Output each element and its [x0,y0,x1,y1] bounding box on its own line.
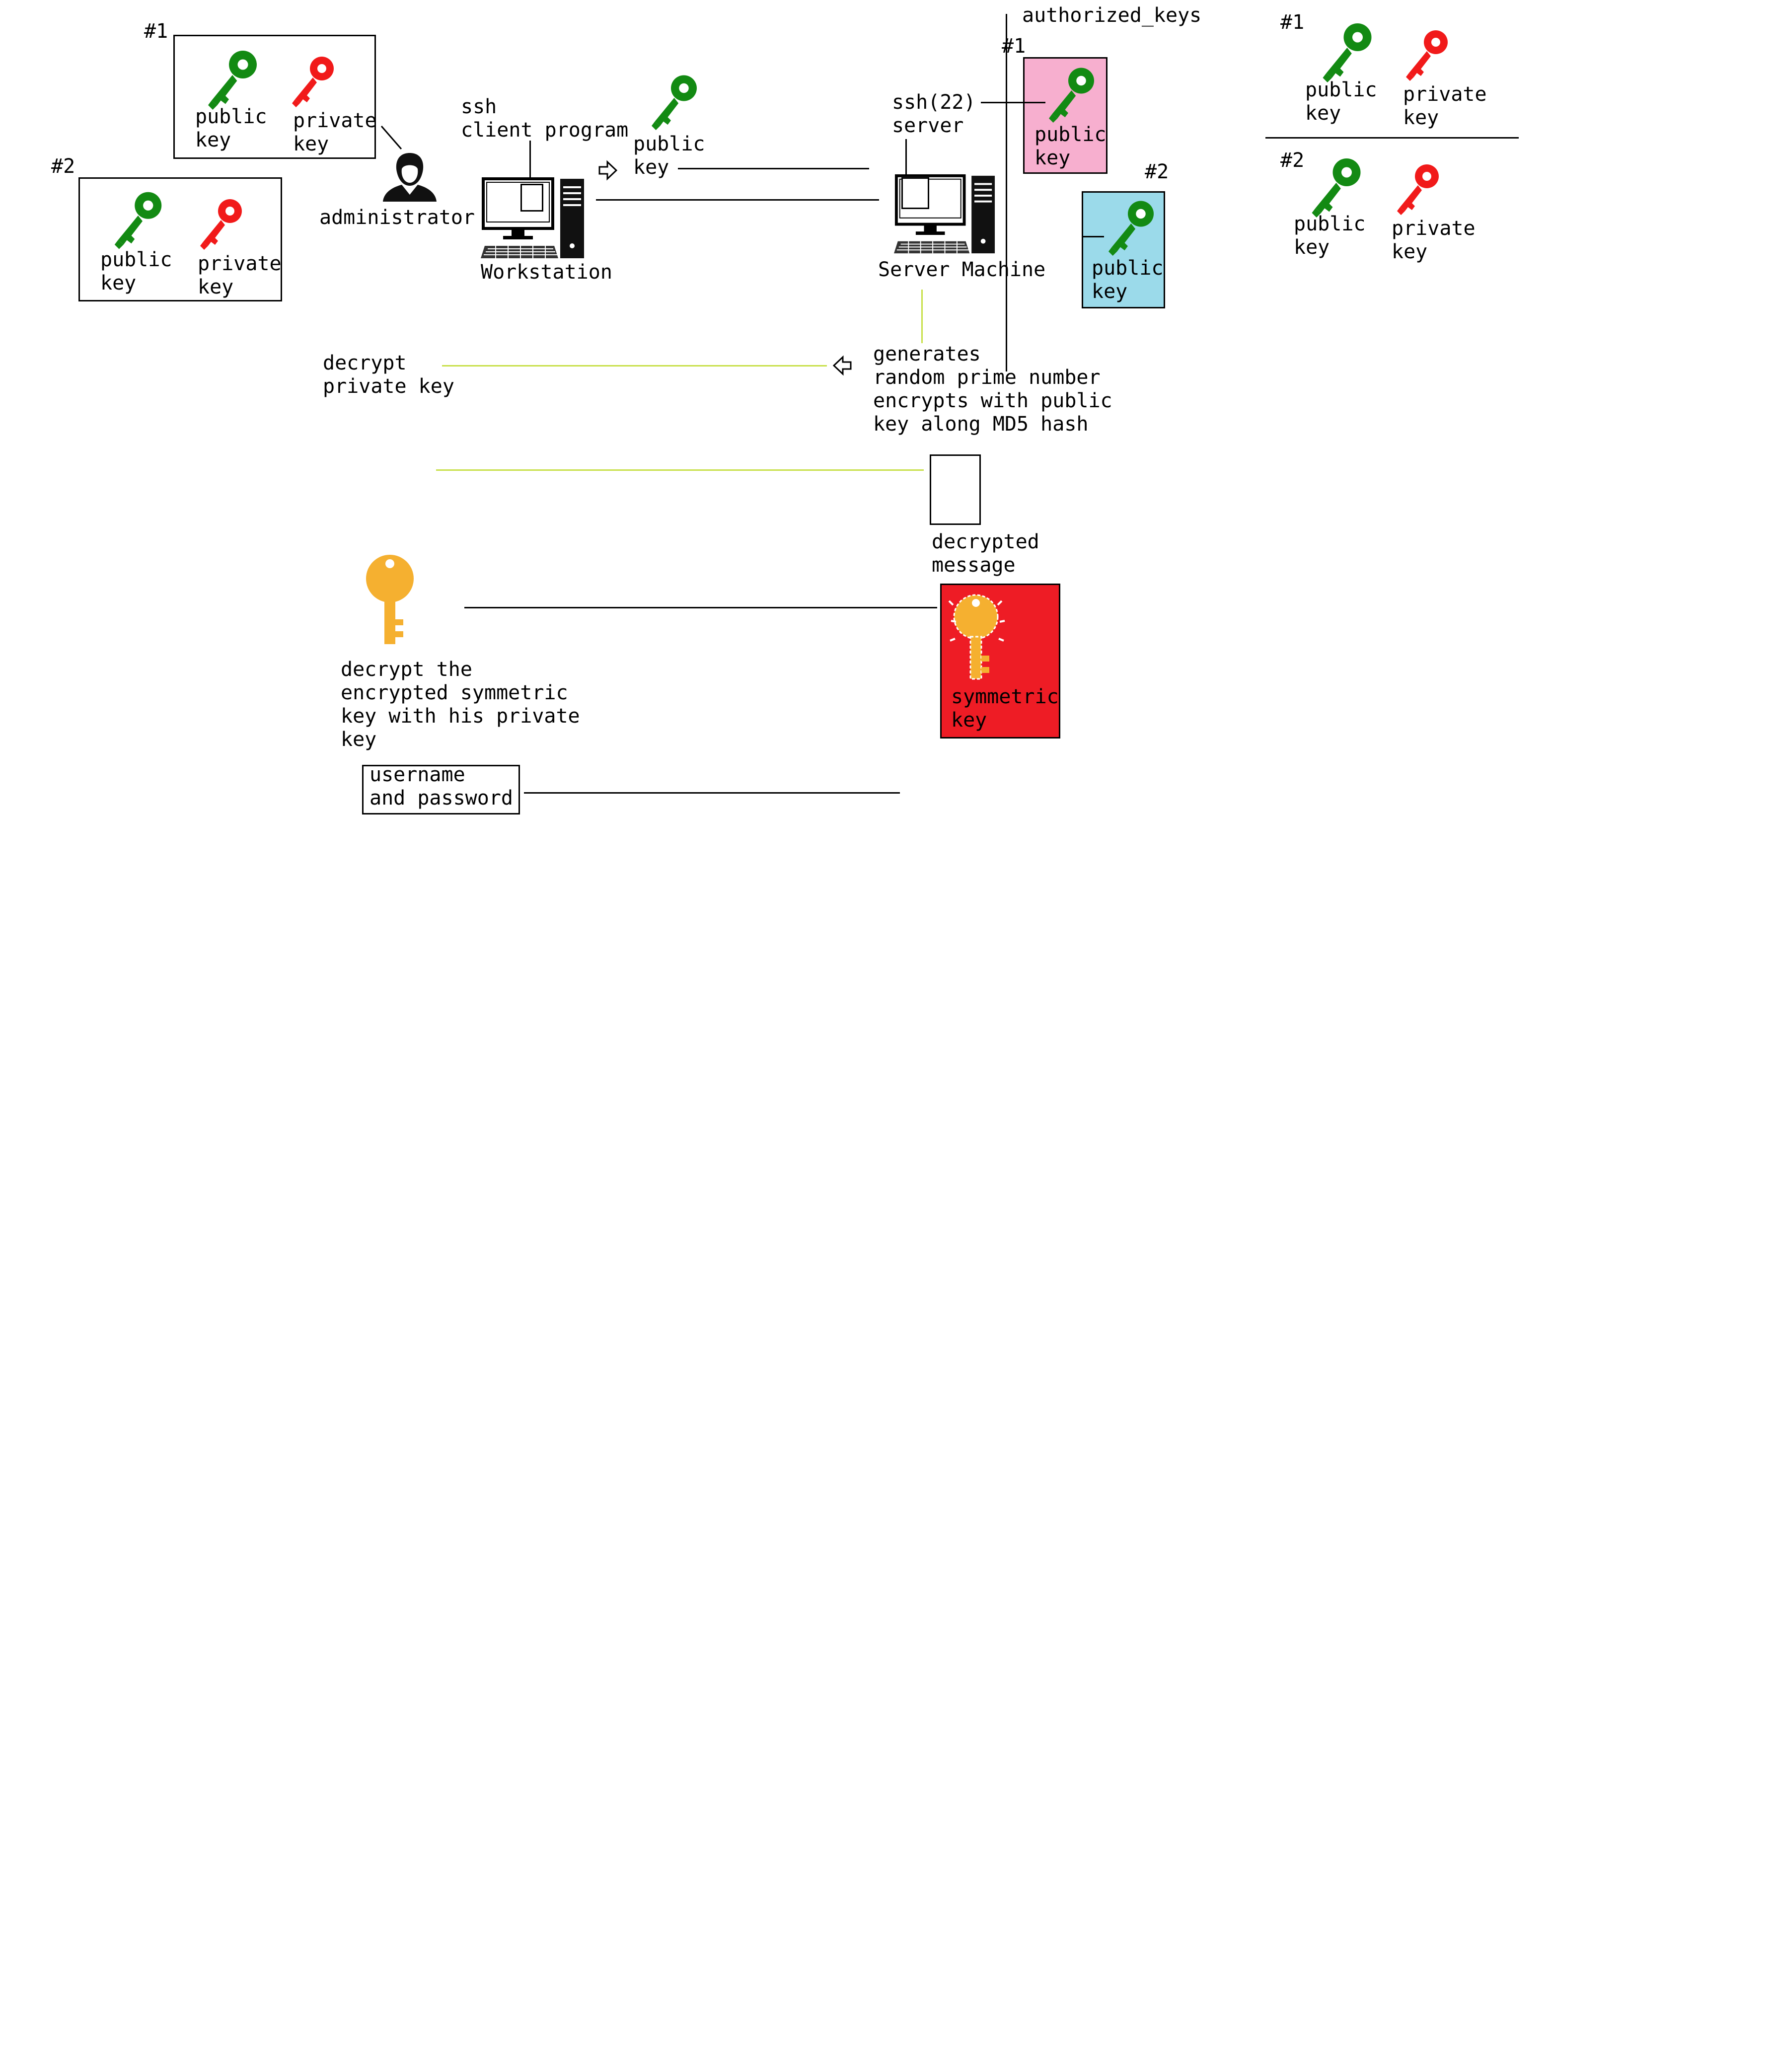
keypair-number: #2 [51,155,75,178]
server-label: Server Machine [878,258,1046,281]
document-icon [930,454,981,525]
authorized-keys-divider [1006,14,1007,371]
program-window [520,184,543,212]
decrypt-private-key-label: decrypt private key [323,352,454,398]
private-key-label: private key [293,109,377,155]
private-key-label: private key [1403,83,1487,129]
public-key-icon [108,189,168,256]
arrow-left-icon [832,355,852,376]
connector-line [380,126,402,149]
connector-line [596,199,879,201]
private-key-label: private key [1392,217,1476,263]
private-key-icon [1400,27,1454,87]
public-key-icon [1043,65,1100,129]
public-key-label: public key [100,248,172,295]
authorized-key-label: public key [1092,257,1164,303]
connector-line [678,168,869,169]
decrypted-message-label: decrypted message [932,530,1039,577]
connector-line [442,365,827,367]
keypair-number: #2 [1280,149,1305,172]
keypair-box [173,35,376,159]
public-key-label: public key [1305,78,1377,125]
connector-line [524,792,900,794]
generates-label: generates random prime number encrypts w… [873,343,1112,436]
program-window [901,177,929,209]
keypair-divider [1265,137,1519,139]
administrator-label: administrator [319,206,475,229]
workstation-label: Workstation [481,261,612,284]
authorized-key-label: public key [1034,123,1107,169]
public-key-label: public key [1294,213,1366,259]
connector-line [1082,236,1104,237]
connector-line [981,102,1045,103]
private-key-label: private key [198,252,282,298]
transfer-key-label: public key [633,133,705,179]
private-key-icon [194,196,248,256]
ssh-client-label: ssh client program [461,95,629,142]
public-key-icon [1103,198,1160,262]
authorized-key-number: #1 [1002,35,1026,58]
connector-line [905,139,907,179]
connector-line [436,469,924,471]
private-key-icon [1391,161,1445,221]
keypair-number: #1 [144,20,168,43]
credentials-box [362,765,520,814]
ssh-server-label: ssh(22) server [892,91,976,137]
keypair-number: #1 [1280,11,1305,34]
symmetric-key-label: symmetric key [951,685,1059,732]
key-icon [646,72,703,137]
connector-line [464,607,937,608]
authorized-keys-label: authorized_keys [1022,4,1202,27]
username-password-label: username and password [369,763,513,810]
user-icon [383,153,437,202]
authorized-key-number: #2 [1145,160,1169,183]
connector-line [921,290,923,343]
keypair-box [78,177,282,301]
private-key-icon [286,54,340,113]
symmetric-key-icon [948,594,1005,680]
arrow-right-icon [598,160,618,181]
symmetric-key-icon [366,555,414,644]
public-key-label: public key [195,105,267,151]
decrypt-symmetric-label: decrypt the encrypted symmetric key with… [341,658,580,751]
connector-line [529,141,531,183]
